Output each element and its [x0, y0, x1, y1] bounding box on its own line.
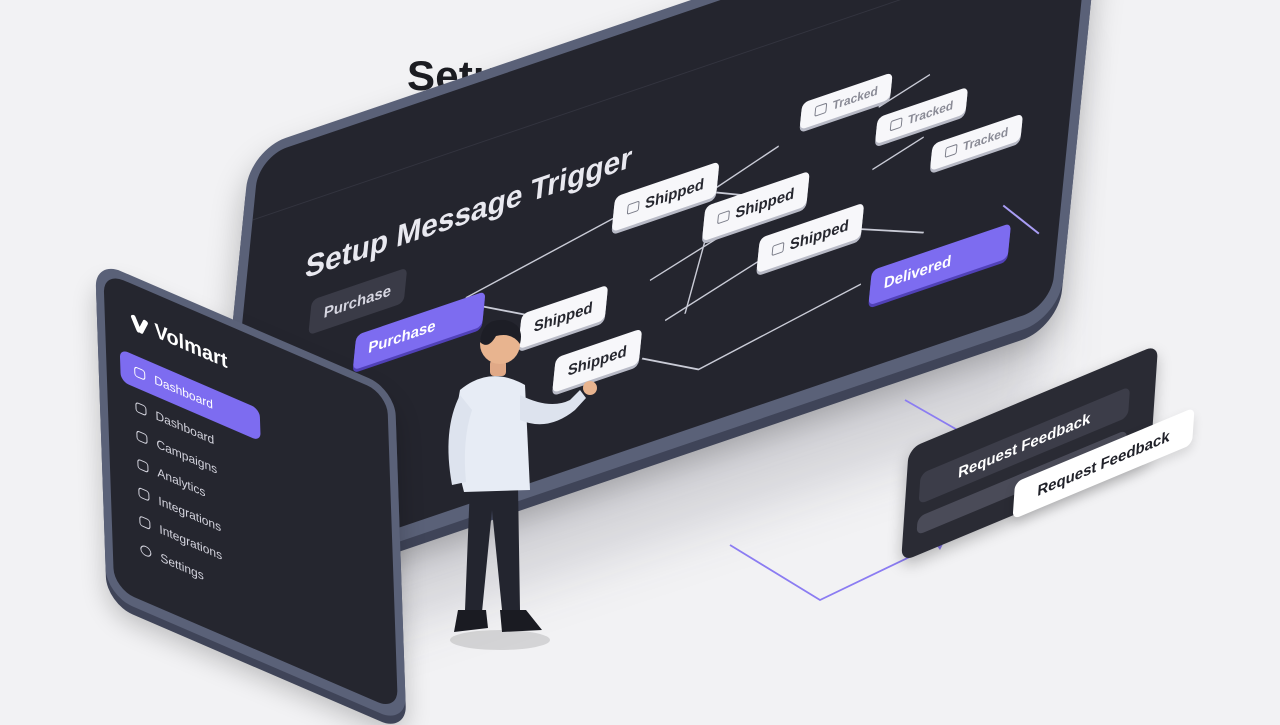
connector	[872, 136, 924, 171]
box-icon	[771, 241, 785, 257]
gear-icon	[140, 543, 152, 559]
tablet-screen: Setup Message Trigger	[215, 0, 1095, 591]
connector-highlight	[1002, 204, 1040, 235]
clipboard-icon	[944, 143, 958, 159]
tablet-device: Setup Message Trigger	[204, 0, 1106, 609]
home-icon	[135, 401, 147, 417]
box-icon	[626, 200, 640, 215]
people-icon	[136, 429, 148, 445]
box-icon	[717, 209, 731, 225]
brand-name: Volmart	[154, 319, 228, 374]
home-icon	[134, 365, 146, 381]
plug-icon	[138, 486, 150, 502]
volmart-logo-icon	[130, 313, 149, 337]
chart-icon	[137, 458, 149, 474]
connector	[716, 145, 779, 188]
flow-canvas[interactable]: Purchase Purchase Shipped Shipped Shippe…	[215, 0, 1094, 590]
connector	[465, 215, 619, 299]
sidebar-nav: Dashboard Dashboard Campaigns Analytics …	[119, 348, 267, 619]
plug-icon	[139, 515, 151, 531]
scene: Setup Message Trigger	[0, 0, 1280, 698]
person-illustration	[448, 319, 597, 650]
home-icon	[814, 102, 828, 117]
connector	[664, 254, 768, 322]
connector	[641, 283, 861, 371]
connector	[878, 73, 931, 108]
home-icon	[889, 117, 903, 132]
